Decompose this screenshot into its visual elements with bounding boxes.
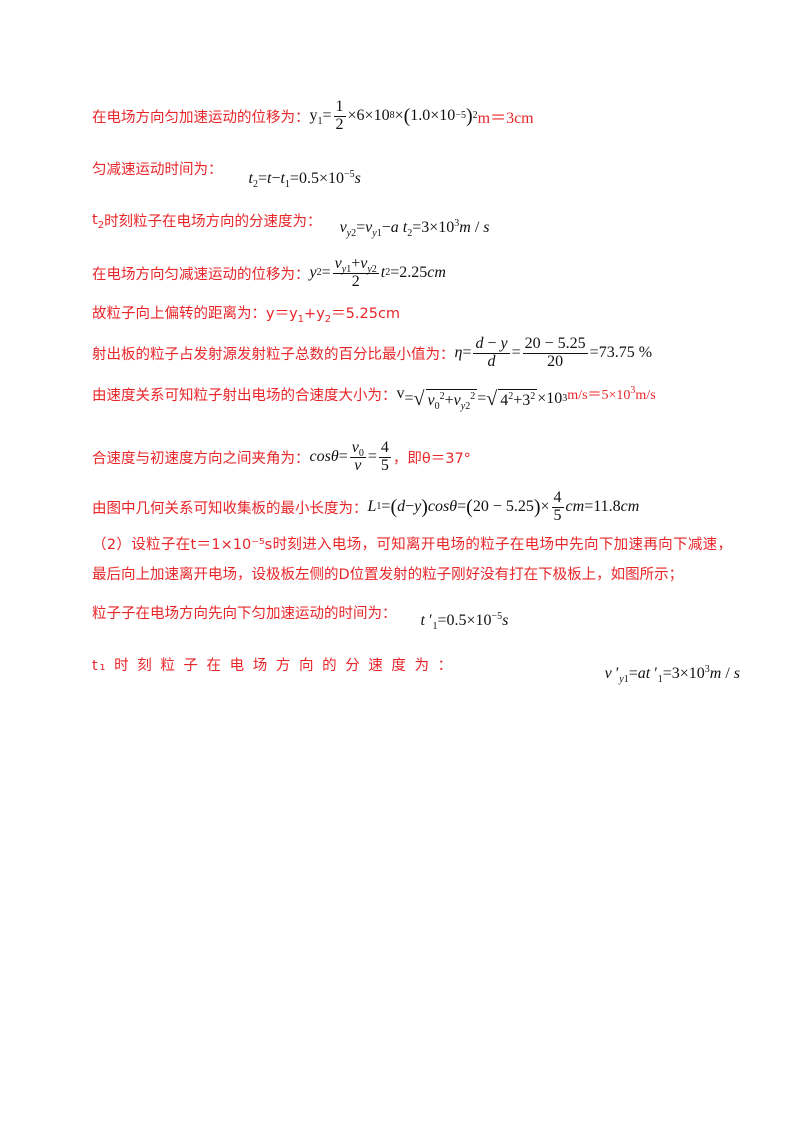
angle-result: ，即θ＝37° — [392, 450, 471, 467]
formula-vy2: vy2=vy1−a t2=3×103m / s — [339, 218, 490, 239]
text-label: 在电场方向匀加速运动的位移为： — [92, 109, 310, 126]
v-symbol: v — [396, 385, 405, 402]
text-label: 由图中几何关系可知收集板的最小长度为： — [92, 500, 368, 517]
line-deflection: 故粒子向上偏转的距离为： y＝y1+y2＝5.25cm — [92, 292, 740, 332]
line-accelerate-time: 粒子子在电场方向先向下匀加速运动的时间为： t ′1=0.5×10−5s — [92, 592, 740, 632]
text-label: 在电场方向匀减速运动的位移为： — [92, 266, 310, 283]
deflection-expr: y＝y1+y2＝5.25cm — [266, 305, 401, 325]
line-decelerate-time: 匀减速运动时间为： t2=t−t1=0.5×10−5s — [92, 148, 740, 190]
formula-y1: y1= — [309, 107, 332, 127]
velocity-result: m/s＝5×103m/s — [567, 385, 656, 404]
line-velocity-component: t2 时刻粒子在电场方向的分速度为： vy2=vy1−a t2=3×103m /… — [92, 200, 740, 240]
text-label: 故粒子向上偏转的距离为： — [92, 305, 266, 322]
paragraph-part2: （2）设粒子在t＝1×10⁻⁵s时刻进入电场，可知离开电场的粒子在电场中先向下加… — [92, 530, 732, 590]
text-label: 合速度与初速度方向之间夹角为： — [92, 450, 310, 467]
text-label: 由速度关系可知粒子射出电场的合速度大小为： — [92, 387, 397, 404]
text-label: t₁ 时 刻 粒 子 在 电 场 方 向 的 分 速 度 为 ： — [92, 657, 455, 674]
formula-t2: t2=t−t1=0.5×10−5s — [248, 169, 361, 190]
formula-vy1prime: v ′y1=at ′1=3×103m / s — [604, 664, 740, 685]
t2-prefix: t2 — [92, 212, 105, 231]
line-velocity-t1: t₁ 时 刻 粒 子 在 电 场 方 向 的 分 速 度 为 ： v ′y1=a… — [92, 644, 740, 685]
line-resultant-velocity: 由速度关系可知粒子射出电场的合速度大小为： v =√v02+vy22=√42+3… — [92, 374, 740, 414]
text-label: 时刻粒子在电场方向的分速度为： — [104, 213, 322, 230]
text-label: 射出板的粒子占发射源发射粒子总数的百分比最小值为： — [92, 346, 455, 363]
text-label: 匀减速运动时间为： — [92, 161, 223, 178]
formula-t1prime: t ′1=0.5×10−5s — [420, 611, 509, 632]
text-label: 粒子子在电场方向先向下匀加速运动的时间为： — [92, 605, 397, 622]
paragraph-text: （2）设粒子在t＝1×10⁻⁵s时刻进入电场，可知离开电场的粒子在电场中先向下加… — [92, 537, 732, 583]
